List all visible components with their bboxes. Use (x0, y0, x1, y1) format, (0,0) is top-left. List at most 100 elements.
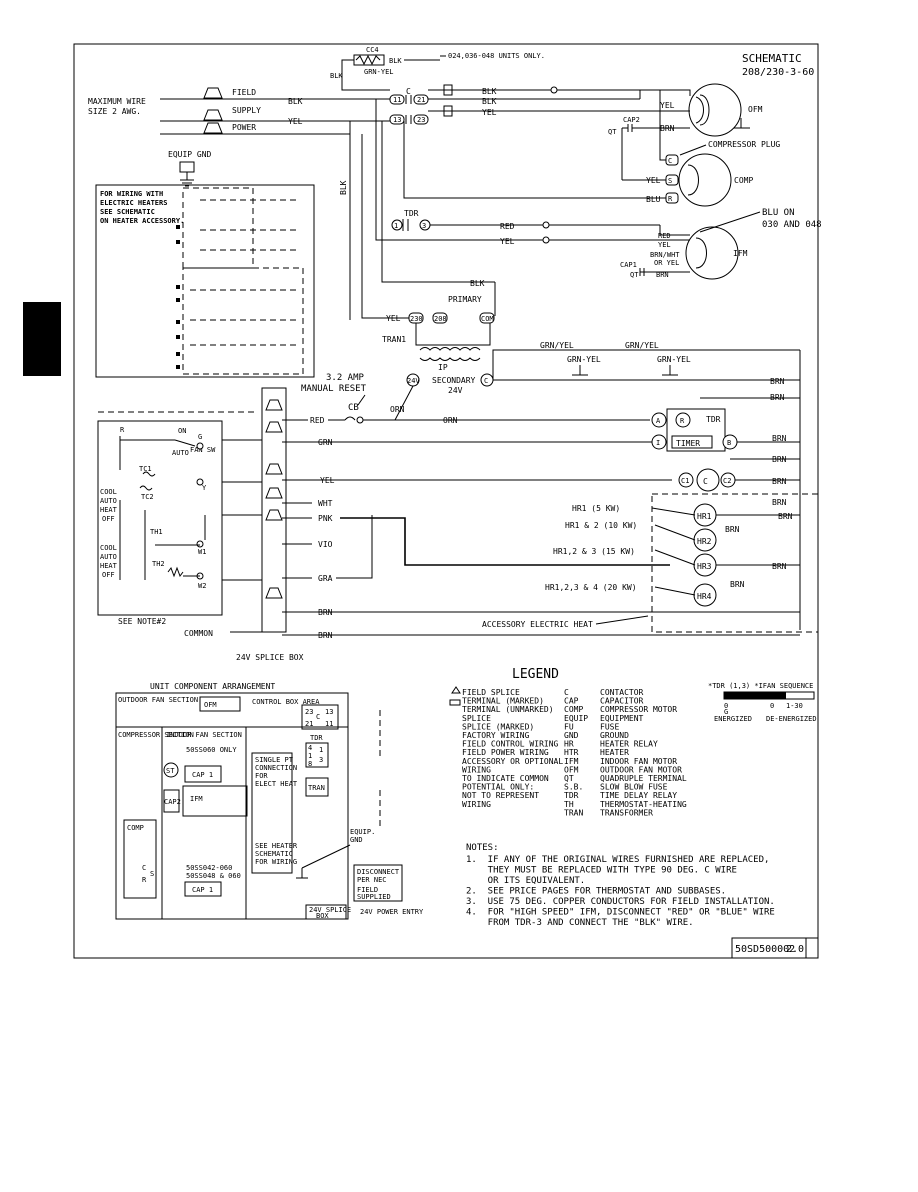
supply-label: SUPPLY (232, 106, 261, 115)
svg-text:4: 4 (308, 744, 312, 752)
svg-text:1: 1 (319, 746, 323, 754)
notes-rows: 1. IF ANY OF THE ORIGINAL WIRES FURNISHE… (466, 855, 775, 928)
field-label: FIELD (232, 88, 256, 97)
legend-desc-item: OUTDOOR FAN MOTOR (600, 765, 682, 774)
tdr-label: TDR (706, 415, 721, 424)
cc4-blk-left: BLK (330, 72, 343, 80)
note-line: 3. USE 75 DEG. COPPER CONDUCTORS FOR FIE… (466, 897, 775, 907)
legend-abbr-item: CAP (564, 697, 579, 706)
tdr-top-label: TDR (404, 209, 419, 218)
amp-label-1: 3.2 AMP (326, 373, 365, 383)
amp-label-2: MANUAL RESET (301, 384, 367, 394)
models-2: 50SS048 & 060 (186, 872, 241, 880)
doc-number: 50SD500002 (735, 944, 795, 955)
field-1: FIELD (357, 886, 378, 894)
legend-left-item: TO INDICATE COMMON (462, 774, 549, 783)
arr-c21: 21 (305, 720, 313, 728)
seq-zero: 0 (724, 702, 728, 710)
arr-c13: 13 (325, 708, 333, 716)
arr-s: S (150, 870, 154, 878)
heater-note-2: ELECTRIC HEATERS (100, 199, 167, 207)
tstat-g: G (198, 433, 202, 441)
legend-abbr-item: EQUIP (564, 714, 588, 723)
legend-desc-item: INDOOR FAN MOTOR (600, 757, 677, 766)
accessory-heat-label: ACCESSORY ELECTRIC HEAT (482, 620, 593, 629)
doc-number-box (731, 937, 819, 959)
thermostat-box (97, 420, 223, 616)
brn-6: BRN (778, 512, 793, 521)
arr-c: C (142, 864, 146, 872)
legend-abbr-item: S.B. (564, 783, 583, 792)
tstat-th1: TH1 (150, 528, 163, 536)
load-yel: YEL (482, 108, 497, 117)
disconnect-1: DISCONNECT (357, 868, 400, 876)
grn-yel-1: GRN/YEL (540, 341, 574, 350)
secondary-24v: 24V (448, 386, 463, 395)
cc4-blk-label: BLK (389, 57, 402, 65)
legend-abbr-item: OFM (564, 765, 579, 774)
row-red: RED (310, 416, 325, 425)
row-orn: ORN (443, 416, 458, 425)
equip-gnd-lug (179, 161, 195, 173)
tstat-r: R (120, 426, 125, 434)
vertical-blk: BLK (339, 180, 348, 195)
heater-note-box (95, 184, 315, 378)
tstat-on: ON (178, 427, 186, 435)
row-pnk: PNK (318, 514, 333, 523)
compressor-section: COMPRESSOR SECTION (118, 731, 194, 739)
splice-box-label: 24V SPLICE BOX (236, 653, 304, 662)
hr12-kw: HR1 & 2 (10 KW) (565, 521, 637, 530)
tran1-label: TRAN1 (382, 335, 406, 344)
legend-left-item: FIELD CONTROL WIRING (462, 740, 559, 749)
arr-r: R (142, 876, 147, 884)
arr-tran: TRAN (308, 784, 325, 792)
legend-desc-item: CAPACITOR (600, 697, 644, 706)
row-brn-2: BRN (318, 631, 333, 640)
cap2-label: CAP2 (623, 116, 640, 124)
row-brn-1: BRN (318, 608, 333, 617)
see-heater-2: SCHEMATIC (255, 850, 293, 858)
cc4-label: CC4 (366, 46, 379, 54)
c1-terminal: C1 (681, 477, 689, 485)
grn-yel-2: GRN/YEL (625, 341, 659, 350)
hr2-relay (693, 528, 717, 552)
blu-on-1: BLU ON (762, 208, 795, 218)
auto-1: AUTO (100, 497, 117, 505)
tstat-fan-sw: FAN SW (190, 446, 216, 454)
ifm-brn-wht: BRN/WHT (650, 251, 680, 259)
terminal-11: 11 (393, 96, 401, 104)
tdr-red: RED (500, 222, 515, 231)
svg-text:S: S (668, 177, 672, 185)
tstat-y: Y (202, 484, 207, 492)
compressor-motor (678, 153, 732, 207)
legend-abbr-item: TRAN (564, 808, 583, 817)
ifm-or-yel: OR YEL (654, 259, 679, 267)
tdr-terminal-r: R (680, 417, 685, 425)
ifm-brn: BRN (656, 271, 669, 279)
arr-ofm: OFM (204, 701, 217, 709)
load-blk-1: BLK (482, 87, 497, 96)
legend-left-item: TERMINAL (MARKED) (462, 697, 544, 706)
equip-gnd-2: GND (350, 836, 363, 844)
brn-7: BRN (772, 498, 787, 507)
heater-note-1: FOR WIRING WITH (100, 190, 163, 198)
tstat-w2: W2 (198, 582, 206, 590)
legend-abbr-item: QT (564, 774, 574, 783)
ifm-red: RED (658, 232, 671, 240)
splice-1: 24V SPLICE (309, 906, 351, 914)
ofm-label: OFM (748, 105, 763, 114)
legend-desc-item: QUADRUPLE TERMINAL (600, 774, 687, 783)
arr-tdr: TDR (310, 734, 323, 742)
c2-terminal: C2 (723, 477, 731, 485)
grn-yel-3: GRN-YEL (567, 355, 601, 364)
terminal-23: 23 (417, 116, 425, 124)
brn-10: BRN (730, 580, 745, 589)
only-060: 50SS060 ONLY (186, 746, 237, 754)
row-wht: WHT (318, 499, 333, 508)
arr-comp: COMP (127, 824, 144, 832)
arr-ifm: IFM (190, 795, 203, 803)
arr-st: ST (166, 767, 175, 775)
tstat-th2: TH2 (152, 560, 165, 568)
brn-3: BRN (772, 434, 787, 443)
